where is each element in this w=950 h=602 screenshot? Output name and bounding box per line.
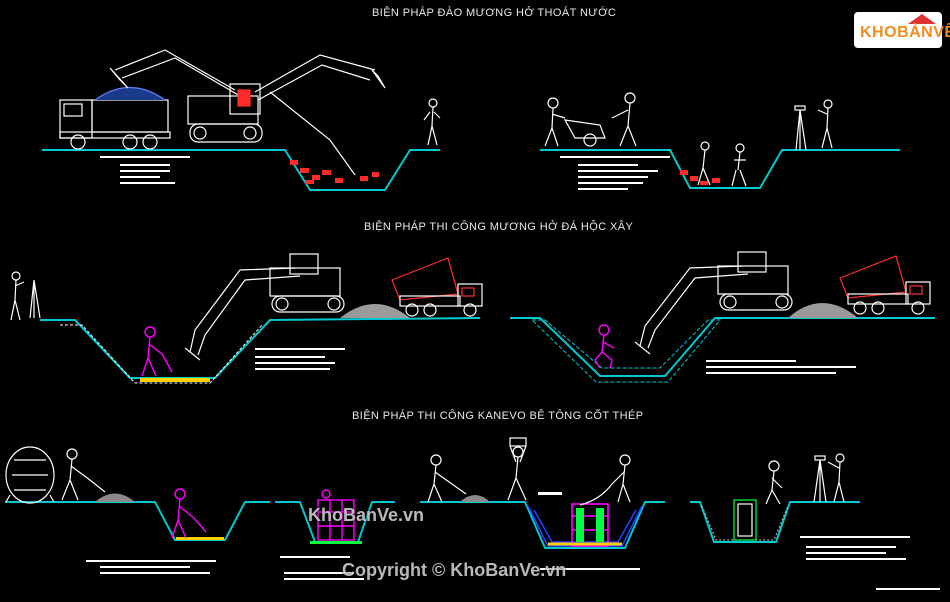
ditch6-bed xyxy=(310,541,362,544)
section3-title: BIỆN PHÁP THI CÔNG KANEVO BÊ TÔNG CỐT TH… xyxy=(352,410,644,422)
ditch7-ground xyxy=(420,501,665,549)
worker-compactor xyxy=(765,460,783,505)
ditch8-ground xyxy=(690,501,860,543)
finished-culvert xyxy=(701,499,789,541)
section2-notes-right xyxy=(706,360,856,374)
surveyor-3 xyxy=(813,453,845,503)
section1-notes-left xyxy=(100,156,190,184)
excavator-1 xyxy=(109,49,386,176)
section2-title: BIỆN PHÁP THI CÔNG MƯƠNG HỞ ĐÁ HỘC XÂY xyxy=(364,221,634,233)
dump-truck-2 xyxy=(391,257,483,317)
section3-notes xyxy=(86,536,940,590)
gravel-pile xyxy=(95,493,135,502)
khobanve-logo: KHOBẢNVẼ xyxy=(854,12,950,48)
ditch4-ground xyxy=(510,317,935,377)
concrete-mixer xyxy=(5,446,55,504)
section2-drawing xyxy=(10,251,935,384)
house-roof-icon xyxy=(908,14,936,24)
rubble-1 xyxy=(290,160,379,184)
workers-wheelbarrow xyxy=(544,92,747,187)
worker-magenta-3 xyxy=(171,488,207,539)
section2-notes-left xyxy=(255,348,345,370)
worker-magenta-2 xyxy=(594,324,615,369)
section1-drawing xyxy=(42,49,900,191)
worker-shovel-1 xyxy=(61,448,106,501)
ditch3-lining xyxy=(60,324,263,384)
formwork-1 xyxy=(317,489,355,541)
stone-pile-1 xyxy=(340,304,410,318)
logo-text: KHOBẢNVẼ xyxy=(860,24,950,41)
ditch5-ground xyxy=(5,501,270,541)
excavator-2 xyxy=(184,253,345,361)
ditch3-bed xyxy=(140,378,210,382)
ditch1-ground xyxy=(42,149,440,191)
surveyor-1 xyxy=(794,99,833,151)
surveyor-2 xyxy=(10,271,41,321)
culvert-label-mark xyxy=(538,492,562,495)
worker-1 xyxy=(423,98,441,146)
section3-drawing xyxy=(5,437,940,590)
stone-pile-2 xyxy=(788,303,858,318)
excavator-3 xyxy=(634,251,793,355)
culvert-rebar xyxy=(527,503,643,547)
watermark-site: KhoBanVe.vn xyxy=(308,505,425,525)
ditch2-ground xyxy=(540,149,900,189)
ditch4-masonry xyxy=(530,319,722,383)
worker-carrying xyxy=(507,437,527,501)
watermark-copyright: Copyright © KhoBanVe.vn xyxy=(342,560,567,580)
worker-magenta-1 xyxy=(141,326,173,377)
worker-hose xyxy=(579,454,631,506)
dump-truck-1 xyxy=(59,87,171,150)
section1-notes-right xyxy=(560,156,670,190)
rubble-2 xyxy=(680,170,720,185)
ditch5-bed xyxy=(176,537,224,540)
section1-title: BIỆN PHÁP ĐÀO MƯƠNG HỞ THOÁT NƯỚC xyxy=(372,7,617,19)
dump-truck-3 xyxy=(839,255,931,315)
worker-shovel-2 xyxy=(427,454,490,503)
